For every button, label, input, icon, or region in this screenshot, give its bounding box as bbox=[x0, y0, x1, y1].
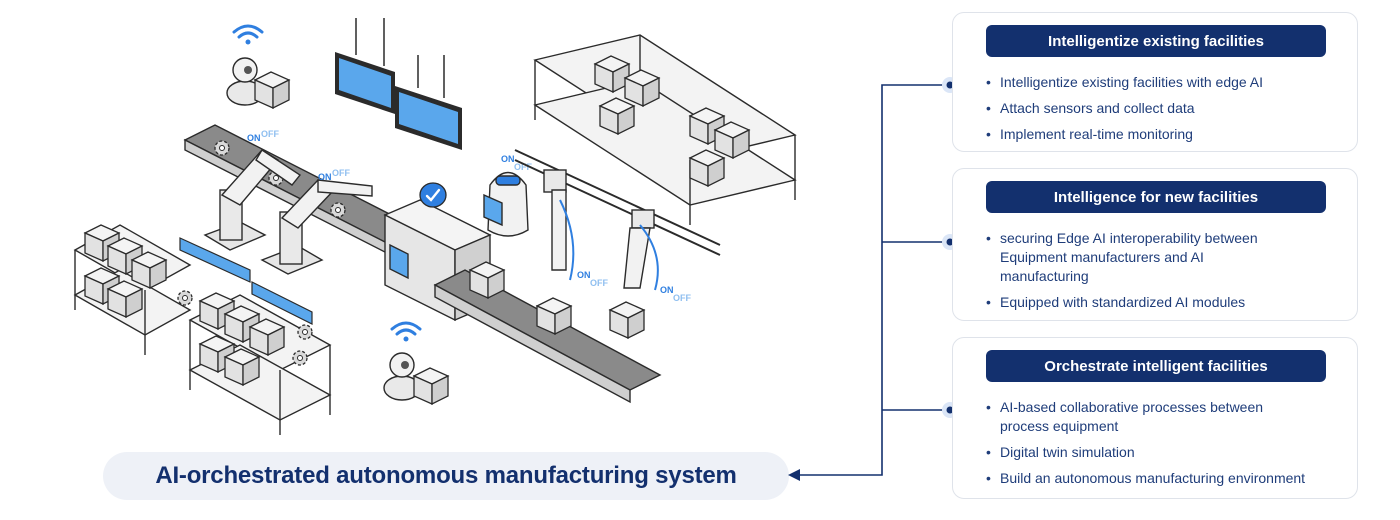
display-monitor-icon bbox=[335, 18, 462, 150]
toggle-on-label: ON bbox=[247, 133, 261, 143]
wifi-icon bbox=[232, 24, 264, 46]
storage-shelf-icon bbox=[533, 34, 797, 225]
list-item: Implement real-time monitoring bbox=[986, 125, 1343, 144]
card-list: securing Edge AI interoperability betwee… bbox=[986, 229, 1343, 319]
toggle-on-label: ON bbox=[501, 154, 515, 164]
toggle-off-label: OFF bbox=[673, 293, 691, 303]
card-title: Intelligentize existing facilities bbox=[986, 25, 1326, 57]
list-item: Intelligentize existing facilities with … bbox=[986, 73, 1343, 92]
check-badge-icon bbox=[419, 182, 447, 208]
toggle-off-label: OFF bbox=[332, 168, 350, 178]
card-title: Intelligence for new facilities bbox=[986, 181, 1326, 213]
wifi-icon bbox=[390, 321, 422, 343]
card-list: Intelligentize existing facilities with … bbox=[986, 73, 1343, 151]
card-orchestrate-facilities: Orchestrate intelligent facilities AI-ba… bbox=[952, 337, 1358, 499]
card-existing-facilities: Intelligentize existing facilities Intel… bbox=[952, 12, 1358, 152]
list-item: Digital twin simulation bbox=[986, 443, 1343, 462]
security-camera-icon bbox=[383, 352, 421, 401]
toggle-on-label: ON bbox=[318, 172, 332, 182]
list-item: AI-based collaborative processes between… bbox=[986, 398, 1343, 436]
list-item: Build an autonomous manufacturing enviro… bbox=[986, 469, 1343, 488]
system-title: AI-orchestrated autonomous manufacturing… bbox=[103, 452, 789, 500]
toggle-on-label: ON bbox=[577, 270, 591, 280]
card-new-facilities: Intelligence for new facilities securing… bbox=[952, 168, 1358, 321]
toggle-off-label: OFF bbox=[590, 278, 608, 288]
connector-lines bbox=[788, 77, 958, 481]
robot-arm-icon bbox=[543, 169, 655, 289]
security-camera-icon bbox=[226, 57, 264, 106]
card-list: AI-based collaborative processes between… bbox=[986, 398, 1343, 495]
toggle-on-label: ON bbox=[660, 285, 674, 295]
list-item: Attach sensors and collect data bbox=[986, 99, 1343, 118]
list-item: Equipped with standardized AI modules bbox=[986, 293, 1343, 312]
service-robot-icon bbox=[483, 171, 529, 237]
factory-illustration: ON OFF ON OFF ON OFF ON OFF ON OFF bbox=[73, 18, 797, 435]
toggle-off-label: OFF bbox=[514, 162, 532, 172]
robot-arm-icon bbox=[203, 149, 373, 275]
list-item: securing Edge AI interoperability betwee… bbox=[986, 229, 1343, 286]
toggle-off-label: OFF bbox=[261, 129, 279, 139]
card-title: Orchestrate intelligent facilities bbox=[986, 350, 1326, 382]
